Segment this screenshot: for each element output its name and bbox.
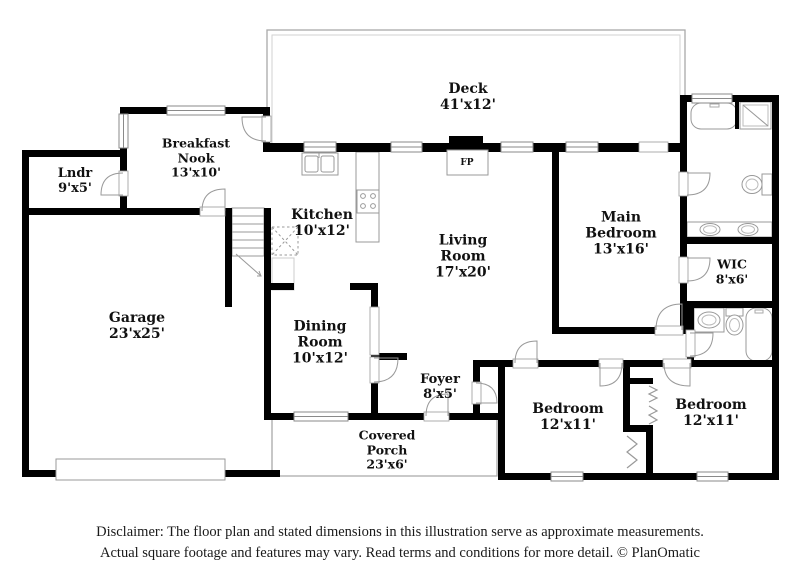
disclaimer-line-1: Disclaimer: The floor plan and stated di… [96,524,704,540]
toilet-icon-main-bath [741,173,773,196]
disclaimer-line-2: Actual square footage and features may v… [100,545,700,561]
pantry-dashed-box [271,226,299,256]
stove-icon [356,189,380,214]
bathtub-icon-hall-bath [745,307,773,362]
bathtub-icon [690,102,738,130]
bifold-door-icons [626,385,659,469]
walls [22,95,779,480]
door-arcs [100,116,714,417]
fireplace-box [446,149,489,176]
double-vanity-icon [686,221,773,238]
door-openings [118,115,696,422]
porch-outline [271,420,498,477]
shower-icon [739,101,772,130]
vanity-icon-hall-bath [693,307,725,333]
kitchen-sink-icon [301,152,339,176]
fireplace-label: FP [460,157,474,168]
windows [118,93,733,482]
toilet-icon-hall-bath [725,307,744,336]
garage-vehicle-door [55,458,226,481]
staircase-icon [231,207,265,277]
